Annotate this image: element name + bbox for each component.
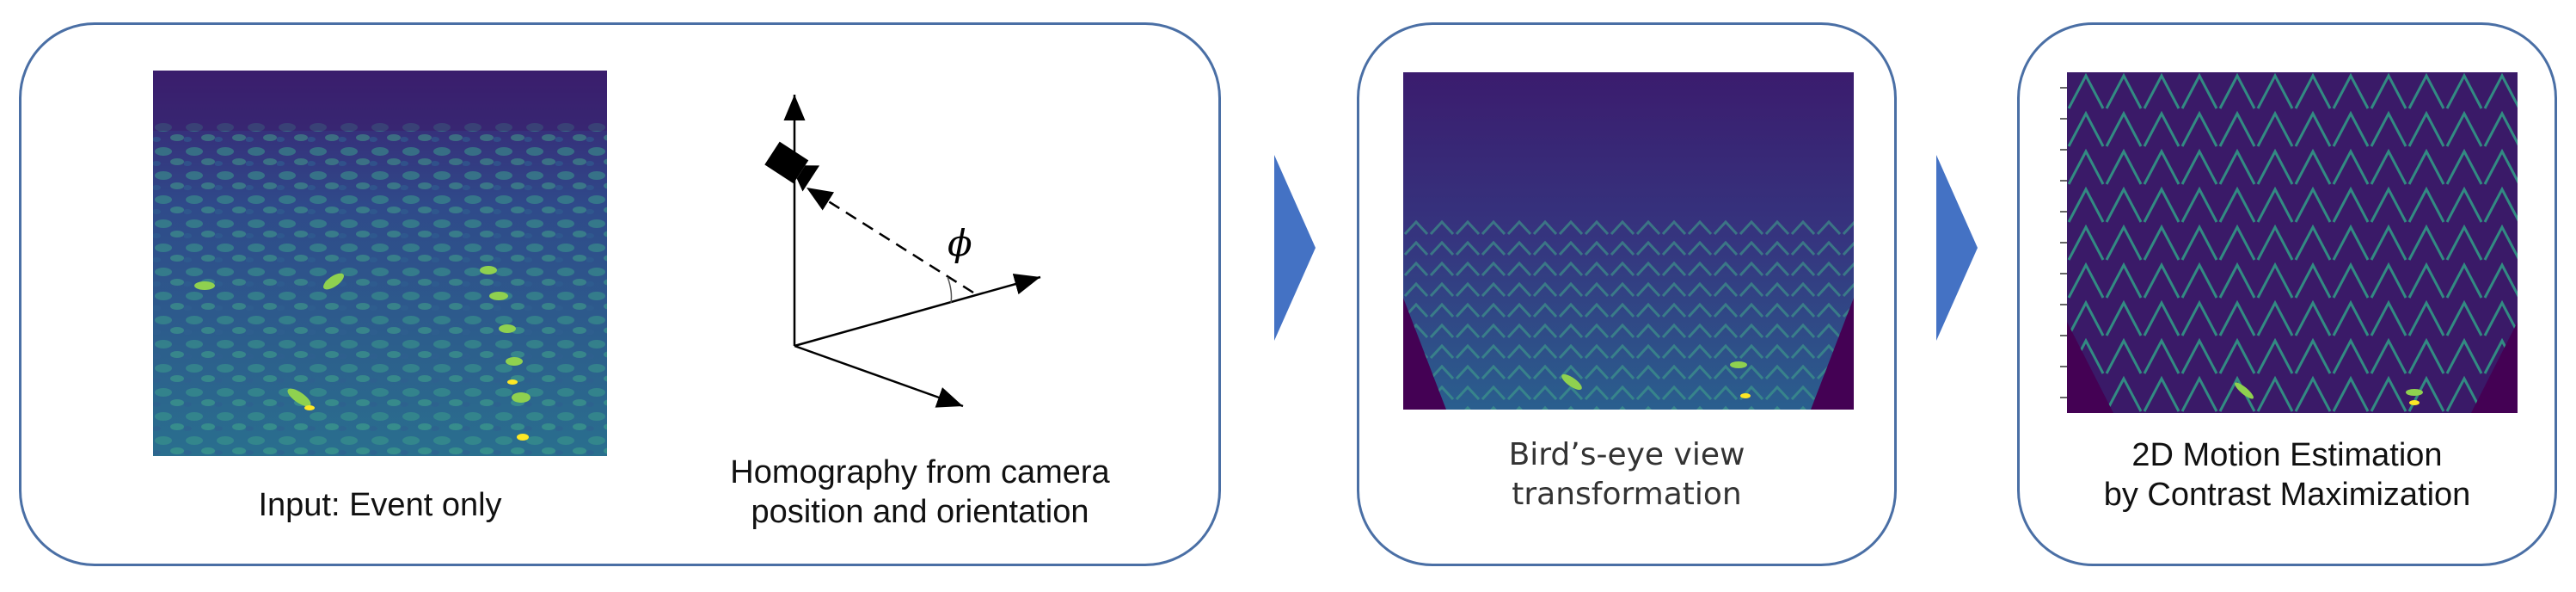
contrast-max-caption: 2D Motion Estimation by Contrast Maximiz… bbox=[2029, 435, 2545, 515]
homography-diagram: ϕ bbox=[722, 77, 1066, 422]
event-image bbox=[153, 71, 607, 456]
camera-icon bbox=[764, 141, 820, 192]
input-caption: Input: Event only bbox=[153, 487, 607, 524]
homography-caption: Homography from camera position and orie… bbox=[688, 453, 1152, 532]
x-axis bbox=[794, 274, 1041, 348]
contrast-max-caption-line1: 2D Motion Estimation bbox=[2131, 437, 2443, 473]
contrast-max-caption-line2: by Contrast Maximization bbox=[2103, 477, 2471, 513]
birds-eye-caption-line2: transformation bbox=[1512, 477, 1742, 512]
homography-caption-line1: Homography from camera bbox=[730, 454, 1110, 490]
axis-ticks bbox=[2060, 71, 2069, 413]
chevron-right-icon bbox=[1274, 155, 1316, 345]
birds-eye-caption-line1: Bird’s-eye view bbox=[1508, 437, 1745, 472]
angle-label: ϕ bbox=[948, 222, 972, 264]
y-axis bbox=[794, 344, 964, 408]
birds-eye-image bbox=[1403, 72, 1854, 410]
angle-arc bbox=[947, 276, 953, 304]
contrast-max-image bbox=[2067, 72, 2518, 413]
camera-direction bbox=[806, 186, 974, 294]
homography-caption-line2: position and orientation bbox=[751, 494, 1089, 530]
chevron-right-icon bbox=[1936, 155, 1978, 345]
birds-eye-caption: Bird’s-eye view transformation bbox=[1374, 435, 1880, 515]
input-caption-text: Input: Event only bbox=[258, 487, 502, 523]
